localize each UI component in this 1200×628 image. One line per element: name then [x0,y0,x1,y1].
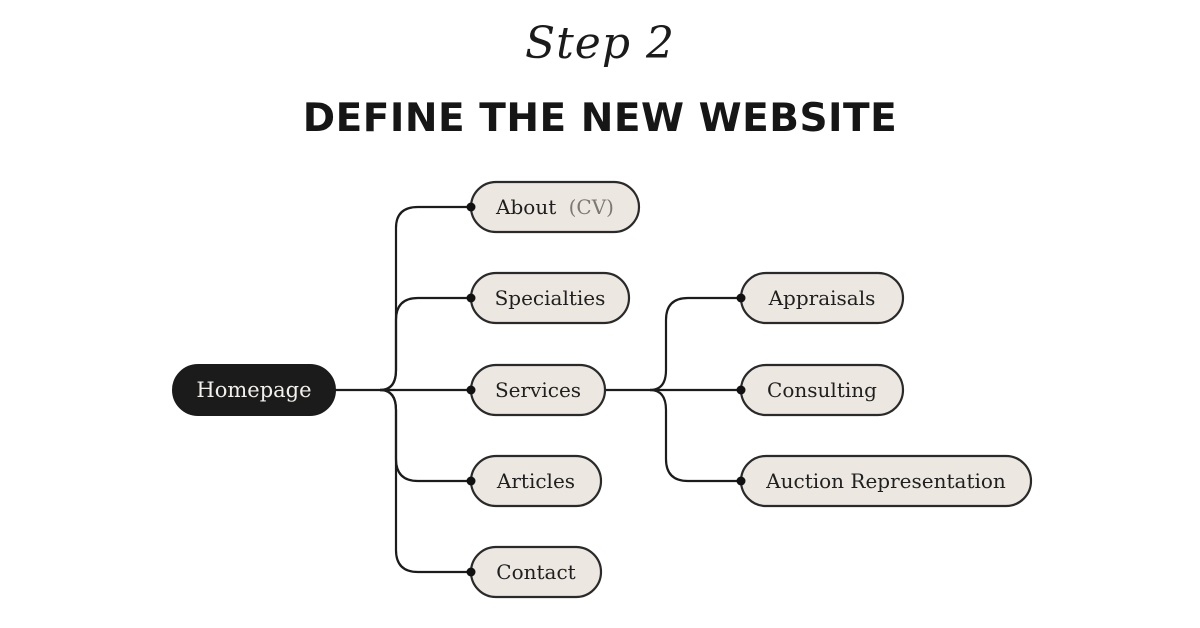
step-label: Step 2 [524,18,675,69]
node-about-suffix: (CV) [569,195,614,219]
connector-articles [379,388,471,483]
connector-dot-contact [466,567,476,577]
node-consulting: Consulting [739,363,905,417]
node-specialties-label: Specialties [495,286,606,310]
connector-specialties [379,296,471,392]
node-contact: Contact [469,545,603,599]
connector-dot-auction [736,476,746,486]
connector-dot-consulting [736,385,746,395]
node-auction-representation-label: Auction Representation [765,469,1006,493]
svg-text:About (CV): About (CV) [495,195,614,219]
node-about-label: About [495,195,556,219]
node-about: About (CV) [469,180,641,234]
node-homepage-label: Homepage [196,378,311,402]
node-services-label: Services [495,378,581,402]
node-articles-label: Articles [496,469,575,493]
node-appraisals: Appraisals [739,271,905,325]
connector-dot-specialties [466,293,476,303]
node-consulting-label: Consulting [767,378,877,402]
node-specialties: Specialties [469,271,631,325]
node-auction-representation: Auction Representation [739,454,1033,508]
connector-dot-appraisals [736,293,746,303]
node-contact-label: Contact [496,560,575,584]
connector-dot-articles [466,476,476,486]
connector-dot-about [466,202,476,212]
connector-dot-services [466,385,476,395]
connector-contact [379,388,471,574]
node-articles: Articles [469,454,603,508]
page-title: DEFINE THE NEW WEBSITE [302,96,898,141]
connector-appraisals [649,296,741,392]
node-homepage: Homepage [172,364,336,416]
node-services: Services [469,363,607,417]
connector-auction [649,388,741,483]
node-appraisals-label: Appraisals [768,286,876,310]
